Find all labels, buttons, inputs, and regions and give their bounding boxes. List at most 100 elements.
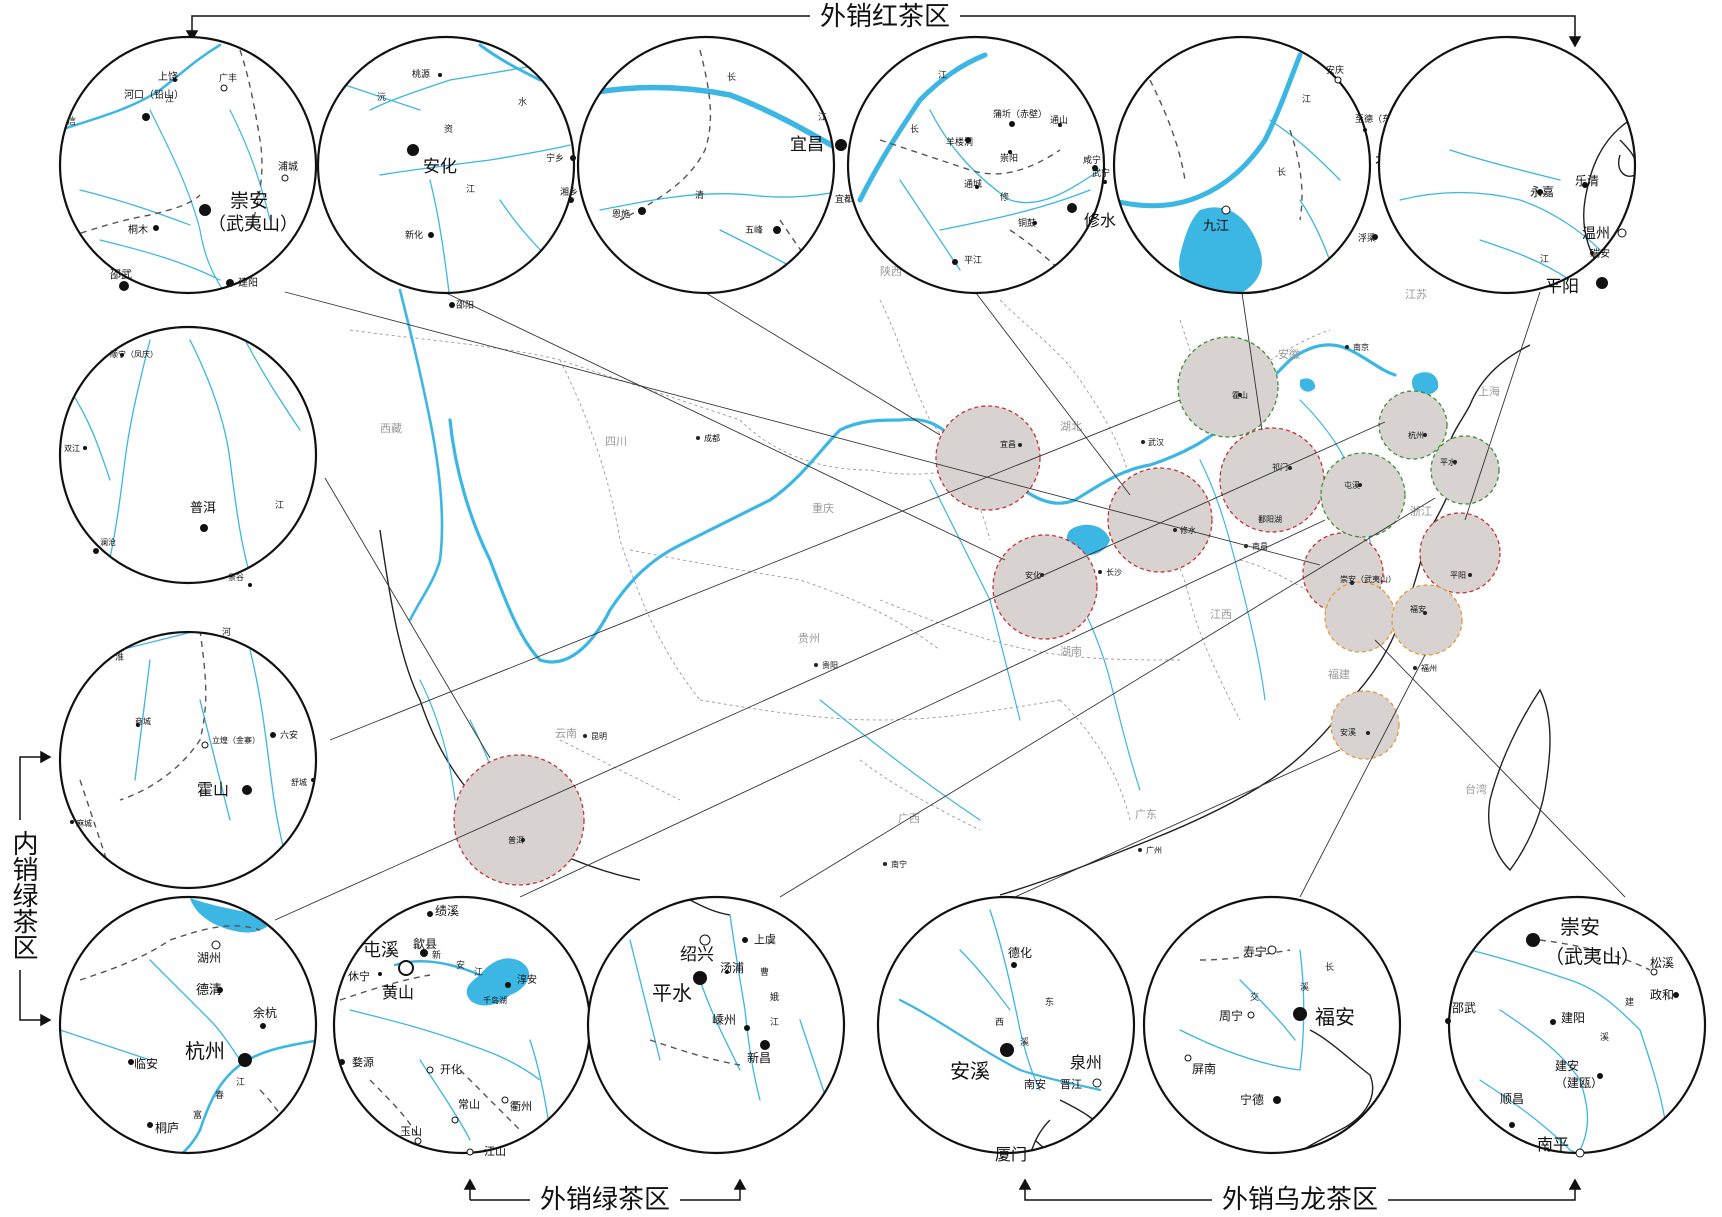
svg-text:江: 江 (275, 500, 284, 511)
city-label: 安溪 (1340, 727, 1356, 737)
svg-text:澜沧: 澜沧 (100, 537, 116, 547)
province-label: 浙江 (1410, 505, 1432, 518)
svg-text:湘乡: 湘乡 (560, 186, 578, 198)
inset-chongan-black: 上饶 广丰 河口（铅山） 崇安 （武夷山） 浦城 桐木 邵武 建阳 信 江 (58, 35, 318, 295)
svg-text:修: 修 (1000, 191, 1009, 203)
caption-oolong-export: 外销乌龙茶区 (1212, 1183, 1389, 1217)
svg-text:邵阳: 邵阳 (456, 300, 474, 311)
region-anxi (1330, 690, 1400, 760)
city-label: 崇安（武夷山） (1340, 574, 1396, 584)
svg-text:双江: 双江 (64, 444, 80, 453)
svg-text:六安: 六安 (280, 729, 298, 741)
svg-text:瑞安: 瑞安 (1590, 247, 1610, 260)
city-label: 普洱 (508, 835, 524, 845)
svg-text:江: 江 (466, 184, 475, 195)
svg-text:蒲圻（赤壁）: 蒲圻（赤壁） (993, 108, 1047, 120)
inset-fuan: 寿宁 周宁 福安 屏南 宁德 溪 交 长 (1142, 895, 1402, 1155)
province-label: 湖南 (1060, 645, 1082, 658)
inset-anhua: 桃源 安化 宁乡 新化 湘乡 邵阳 资 江 沅 水 (316, 35, 578, 311)
region-hangzhou (1378, 390, 1448, 460)
svg-text:广丰: 广丰 (219, 72, 237, 84)
region-tunxi (1320, 452, 1406, 538)
svg-text:晋江: 晋江 (1060, 1078, 1082, 1091)
svg-text:顺宁（凤庆）: 顺宁（凤庆） (110, 349, 158, 359)
city-label: 南京 (1353, 342, 1369, 352)
svg-text:临安: 临安 (134, 1056, 158, 1071)
svg-text:九江: 九江 (1203, 219, 1229, 234)
svg-text:咸宁: 咸宁 (1083, 154, 1101, 166)
svg-text:寿宁: 寿宁 (1243, 944, 1267, 959)
city-label: 成都 (704, 433, 720, 443)
svg-text:邵武: 邵武 (1452, 1001, 1476, 1015)
city-label: 宜昌 (1000, 439, 1016, 449)
province-label: 四川 (605, 435, 627, 448)
caption-green-tea-export: 外销绿茶区 (530, 1183, 681, 1217)
svg-text:温州: 温州 (1582, 226, 1610, 242)
svg-text:信: 信 (67, 115, 76, 127)
svg-text:湖州: 湖州 (197, 950, 221, 965)
svg-text:屯溪: 屯溪 (363, 940, 399, 961)
svg-text:嵊州: 嵊州 (712, 1013, 736, 1027)
svg-text:长: 长 (727, 71, 736, 83)
svg-text:长: 长 (1277, 166, 1286, 178)
svg-text:南安: 南安 (1024, 1077, 1046, 1091)
svg-text:江山: 江山 (484, 1145, 506, 1158)
coastline (999, 344, 1531, 896)
province-label: 贵州 (798, 632, 820, 645)
svg-text:恩施: 恩施 (612, 208, 630, 220)
svg-text:江: 江 (1302, 94, 1311, 105)
city-label: 武汉 (1148, 437, 1164, 447)
svg-text:平江: 平江 (964, 255, 982, 266)
svg-text:建安: 建安 (1555, 1058, 1579, 1073)
svg-text:武宁: 武宁 (1092, 167, 1110, 179)
svg-text:资: 资 (444, 124, 453, 135)
svg-text:杭州: 杭州 (185, 1039, 225, 1063)
svg-text:崇阳: 崇阳 (1000, 153, 1018, 164)
svg-text:立煌（金寨）: 立煌（金寨） (212, 735, 260, 745)
svg-text:普洱: 普洱 (190, 501, 216, 516)
tai-lake (1411, 372, 1439, 395)
svg-text:（武夷山）: （武夷山） (208, 214, 298, 235)
province-label: 福建 (1328, 667, 1350, 681)
svg-text:松溪: 松溪 (1650, 956, 1674, 970)
svg-text:通山: 通山 (1050, 115, 1068, 126)
city-label: 霍山 (1232, 390, 1248, 400)
svg-text:平阳: 平阳 (1545, 277, 1579, 297)
svg-text:宜昌: 宜昌 (790, 135, 824, 155)
svg-text:休宁: 休宁 (348, 969, 370, 983)
svg-text:周宁: 周宁 (1219, 1008, 1243, 1023)
svg-text:淮: 淮 (115, 652, 124, 663)
svg-text:溪: 溪 (1300, 981, 1309, 993)
svg-text:宁乡: 宁乡 (546, 152, 564, 164)
svg-text:新化: 新化 (405, 229, 423, 241)
svg-text:婺源: 婺源 (352, 1055, 374, 1069)
city-label: 杭州 (1408, 430, 1424, 440)
province-label: 江苏 (1405, 288, 1427, 301)
svg-text:景谷: 景谷 (228, 573, 244, 582)
svg-text:德清: 德清 (196, 983, 222, 998)
connector-lines (274, 291, 1626, 921)
svg-text:屏南: 屏南 (1192, 1061, 1216, 1076)
svg-text:顺昌: 顺昌 (1500, 1092, 1524, 1106)
svg-text:千岛湖: 千岛湖 (483, 995, 507, 1005)
city-label: 贵阳 (822, 660, 838, 670)
province-label: 台湾 (1465, 782, 1487, 796)
province-label: 湖北 (1060, 420, 1082, 433)
svg-text:江: 江 (770, 1017, 779, 1028)
svg-text:（武夷山）: （武夷山） (1545, 946, 1640, 968)
svg-text:商城: 商城 (135, 716, 151, 726)
svg-text:绍兴: 绍兴 (680, 945, 714, 965)
region-chongan-oolong (1324, 581, 1396, 653)
caption-green-tea-domestic: 内销绿茶区 (6, 820, 40, 970)
inset-chongan-oolong: 崇安 （武夷山） 松溪 政和 建阳 建安 （建瓯） 顺昌 南平 邵武 溪 建 (1445, 895, 1707, 1158)
province-label: 陕西 (880, 264, 902, 278)
svg-text:歙县: 歙县 (413, 936, 437, 951)
svg-text:安溪: 安溪 (950, 1059, 990, 1083)
city-label: 福州 (1421, 664, 1437, 673)
svg-text:溪: 溪 (1600, 1031, 1609, 1043)
inset-puer: 顺宁（凤庆） 双江 普洱 澜沧 景谷 江 (58, 325, 318, 587)
svg-text:安庆: 安庆 (1326, 64, 1344, 76)
svg-text:宁德: 宁德 (1240, 1092, 1264, 1107)
province-label: 安徽 (1278, 347, 1300, 361)
